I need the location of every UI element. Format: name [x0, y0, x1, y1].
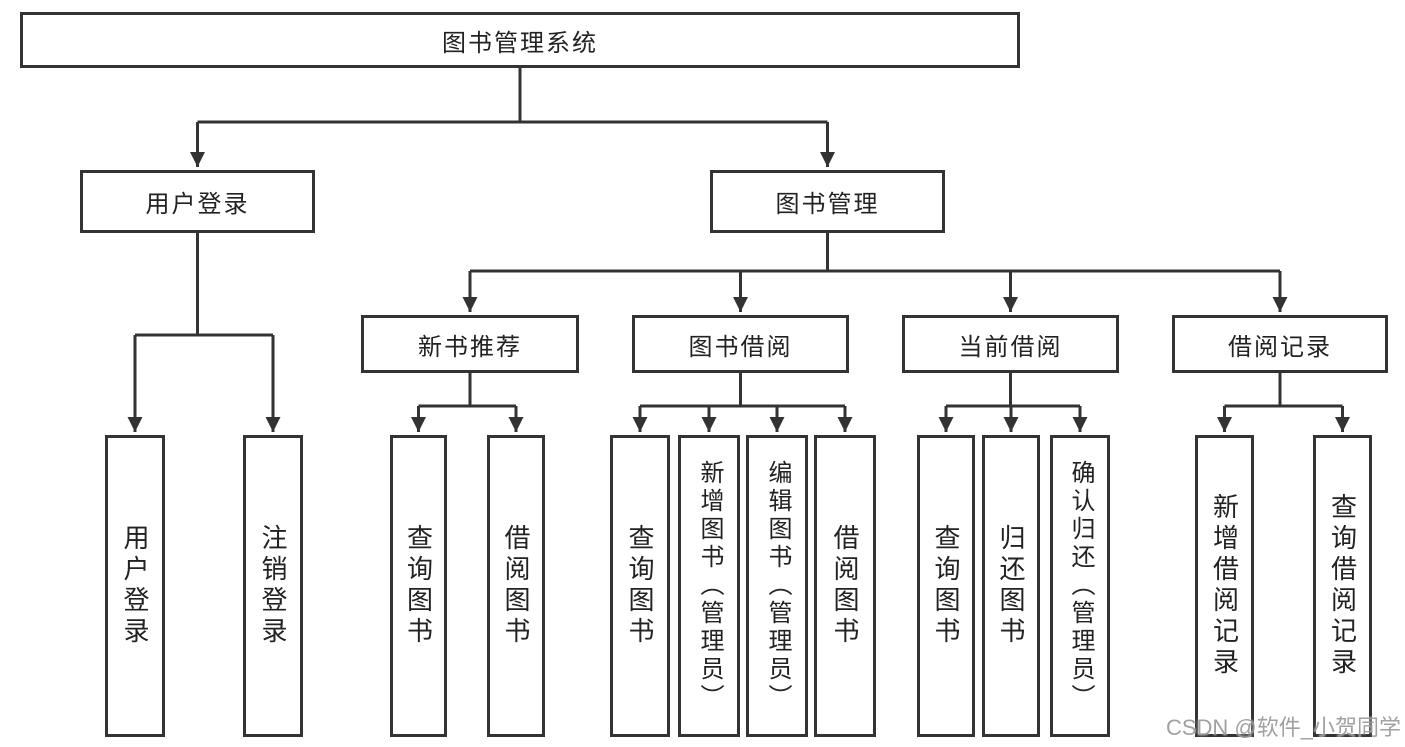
node-label: 图书管理 [775, 191, 880, 218]
node-label: 新增借阅记录 [1209, 493, 1240, 679]
node-borrow-records: 借阅记录 [1172, 315, 1388, 373]
node-label: 借阅记录 [1228, 333, 1332, 361]
node-label: 查询图书 [931, 524, 961, 648]
node-label: 借阅图书 [830, 524, 860, 648]
node-label: 新增图书（管理员） [696, 460, 723, 712]
leaf-query-books-borrow: 查询图书 [610, 435, 670, 737]
node-label: 注销登录 [258, 524, 288, 648]
node-label: 查询借阅记录 [1327, 493, 1358, 679]
node-label: 编辑图书（管理员） [764, 460, 791, 712]
node-label: 图书管理系统 [442, 29, 598, 57]
node-library-management-system: 图书管理系统 [20, 12, 1020, 68]
watermark: CSDN @软件_小贺同学 [1165, 715, 1401, 740]
leaf-user-login: 用户登录 [105, 435, 165, 737]
node-label: 当前借阅 [958, 333, 1063, 361]
node-book-borrow: 图书借阅 [632, 315, 849, 373]
node-label: 用户登录 [145, 191, 250, 218]
node-label: 新书推荐 [418, 333, 522, 361]
node-label: 归还图书 [996, 524, 1026, 648]
leaf-borrow-books: 借阅图书 [814, 435, 876, 737]
leaf-add-books-admin: 新增图书（管理员） [678, 435, 740, 737]
leaf-query-books-current: 查询图书 [917, 435, 975, 737]
node-current-borrow: 当前借阅 [902, 315, 1119, 373]
leaf-borrow-books-recommend: 借阅图书 [487, 435, 545, 737]
node-new-book-recommend: 新书推荐 [361, 315, 579, 373]
node-label: 确认归还（管理员） [1067, 460, 1094, 712]
node-label: 查询图书 [403, 524, 434, 648]
leaf-add-borrow-record: 新增借阅记录 [1195, 435, 1254, 737]
node-label: 用户登录 [120, 524, 150, 648]
leaf-edit-books-admin: 编辑图书（管理员） [746, 435, 808, 737]
leaf-query-borrow-record: 查询借阅记录 [1313, 435, 1372, 737]
leaf-query-books-recommend: 查询图书 [390, 435, 447, 737]
node-book-management: 图书管理 [710, 170, 945, 233]
node-label: 图书借阅 [688, 333, 793, 361]
leaf-logout: 注销登录 [243, 435, 303, 737]
leaf-confirm-return-admin: 确认归还（管理员） [1050, 435, 1110, 737]
node-label: 查询图书 [625, 524, 655, 648]
node-label: 借阅图书 [501, 524, 531, 648]
node-user-login: 用户登录 [80, 170, 315, 233]
leaf-return-books: 归还图书 [982, 435, 1040, 737]
